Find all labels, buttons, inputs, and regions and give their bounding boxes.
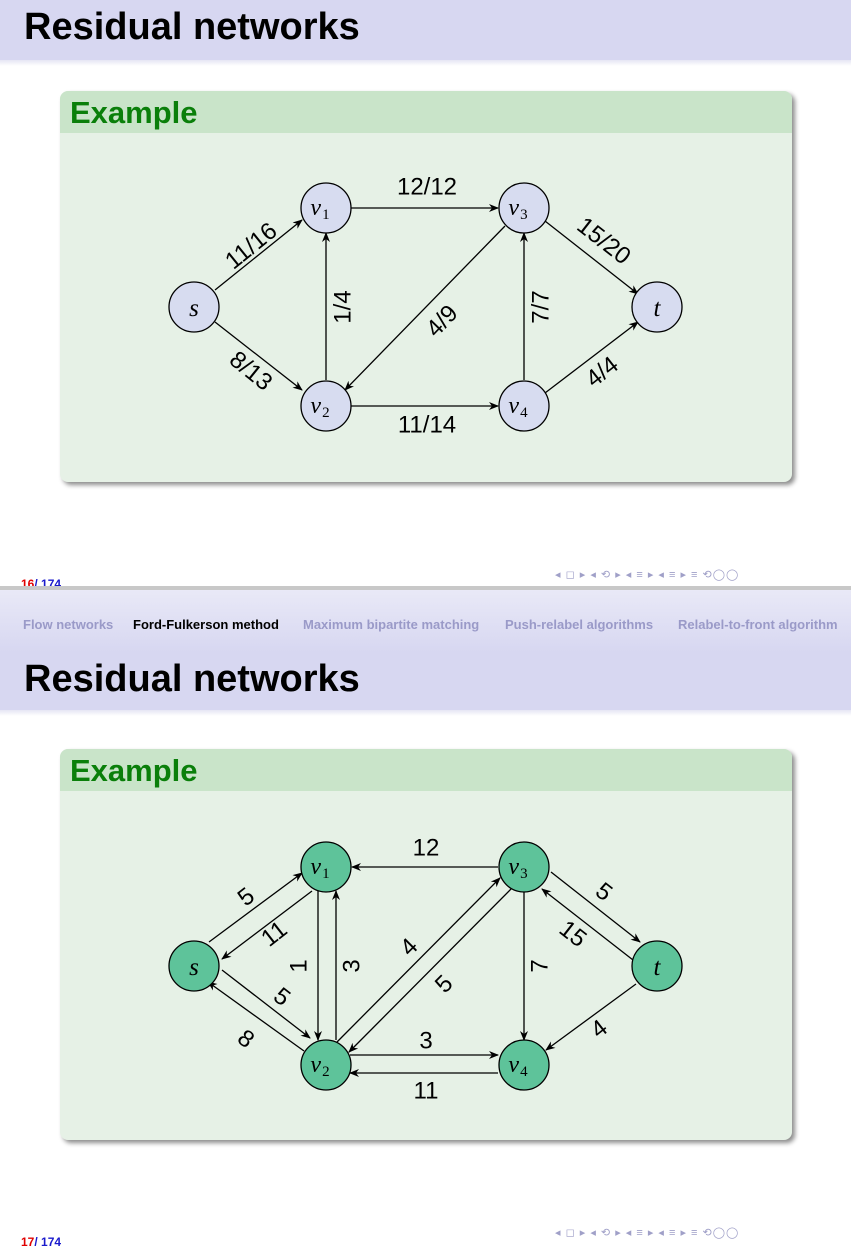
nav-item-ford-fulkerson[interactable]: Ford-Fulkerson method	[133, 617, 279, 632]
edge-label: 11	[256, 916, 292, 953]
node-label: v4	[508, 1052, 528, 1080]
edge-v4-t	[544, 321, 639, 394]
page-number: 16/ 174	[21, 577, 61, 588]
example-block-title: Example	[70, 753, 198, 788]
edge-label: 3	[419, 1027, 432, 1054]
node-label: s	[189, 954, 199, 981]
edge-v3-v2	[348, 887, 513, 1053]
edge-s-v2	[221, 969, 311, 1039]
node-t	[631, 940, 683, 992]
edge-label: 8	[232, 1024, 259, 1054]
page-current: 16	[21, 577, 35, 588]
page-total: / 174	[34, 577, 62, 588]
node-v4	[498, 1039, 550, 1091]
edge-label: 7	[526, 959, 553, 972]
frame-title: Residual networks	[24, 6, 360, 48]
beamer-navigation-controls[interactable]: ◂ ◻ ▸ ◂ ⟲ ▸ ◂ ≡ ▸ ◂ ≡ ▸ ≡ ⟲◯◯	[555, 569, 740, 581]
edge-s-v1	[208, 872, 303, 943]
edge-v1-s	[221, 890, 313, 960]
edge-label: 11	[414, 1077, 439, 1104]
page-total: / 174	[34, 1235, 62, 1249]
edge-label: 5	[430, 970, 459, 999]
slide-16: Residual networks Example	[0, 0, 851, 588]
node-s	[168, 281, 220, 333]
nav-item-flow-networks[interactable]: Flow networks	[23, 617, 114, 632]
node-v1	[300, 182, 352, 234]
edge-label: 5	[590, 877, 617, 907]
page-current: 17	[21, 1235, 35, 1249]
residual-network-graph: 5 11 8 5 12 1 3 4 5 7 5 15 4 3 11	[168, 834, 683, 1104]
nav-item-relabel-to-front[interactable]: Relabel-to-front algorithm	[678, 617, 838, 632]
frame-title-bar: Residual networks	[0, 0, 851, 60]
nav-item-push-relabel[interactable]: Push-relabel algorithms	[505, 617, 654, 632]
node-label: v4	[508, 393, 528, 421]
node-s	[168, 940, 220, 992]
node-label: s	[189, 295, 199, 322]
node-v3	[498, 841, 550, 893]
node-label: v3	[508, 195, 527, 223]
example-block-header: Example	[60, 749, 792, 791]
edge-v3-v2	[344, 225, 506, 391]
example-block-header: Example	[60, 91, 792, 133]
edge-label: 12	[413, 834, 440, 861]
edge-v2-s	[207, 981, 305, 1052]
slide-17: Flow networks Ford-Fulkerson method Maxi…	[0, 590, 851, 1250]
frame-title: Residual networks	[24, 658, 360, 700]
edge-s-v2	[214, 321, 303, 391]
edge-label: 15	[554, 915, 592, 953]
edge-label: 12/12	[397, 173, 457, 200]
node-v1	[300, 841, 352, 893]
frame-title-bar: Residual networks	[0, 652, 851, 710]
edge-label: 11/14	[398, 411, 456, 438]
example-block: Example 11/16 8/13 12	[60, 91, 792, 482]
title-shadow	[0, 710, 851, 716]
node-v2	[300, 380, 352, 432]
edge-label: 3	[338, 959, 365, 972]
edge-s-v1	[214, 219, 303, 291]
edge-label: 1/4	[329, 290, 356, 323]
edge-label: 7/7	[527, 290, 554, 323]
edge-v3-t	[544, 220, 639, 295]
edge-label: 11/16	[220, 217, 282, 275]
node-label: v3	[508, 854, 527, 882]
node-label: v2	[310, 1052, 329, 1080]
edge-t-v3	[541, 888, 634, 961]
page-number: 17/ 174	[21, 1235, 61, 1249]
edge-label: 15/20	[572, 212, 636, 270]
section-navigation-bar: Flow networks Ford-Fulkerson method Maxi…	[0, 590, 851, 652]
node-v2	[300, 1039, 352, 1091]
edge-label: 8/13	[224, 346, 277, 396]
node-label: t	[654, 954, 662, 981]
edge-label: 4/4	[581, 351, 624, 393]
edge-t-v4	[545, 983, 637, 1051]
edge-v3-t	[550, 871, 641, 943]
beamer-navigation-controls[interactable]: ◂ ◻ ▸ ◂ ⟲ ▸ ◂ ≡ ▸ ◂ ≡ ▸ ≡ ⟲◯◯	[555, 1227, 740, 1239]
node-label: v2	[310, 393, 329, 421]
edge-label: 4	[395, 933, 424, 962]
flow-network-graph: 11/16 8/13 12/12 1/4 4/9 7/7 15/20 11/14…	[168, 173, 683, 438]
title-shadow	[0, 60, 851, 66]
node-v3	[498, 182, 550, 234]
example-block-title: Example	[70, 95, 198, 130]
node-v4	[498, 380, 550, 432]
slide-separator	[0, 586, 851, 590]
edge-v2-v3	[336, 877, 501, 1043]
edge-label: 4	[586, 1014, 613, 1044]
node-t	[631, 281, 683, 333]
node-label: v1	[310, 854, 329, 882]
node-label: t	[654, 295, 662, 322]
edge-label: 1	[285, 959, 312, 972]
example-block: Example	[60, 749, 792, 1140]
nav-item-bipartite-matching[interactable]: Maximum bipartite matching	[303, 617, 480, 632]
node-label: v1	[310, 195, 329, 223]
edge-label: 5	[268, 982, 295, 1012]
